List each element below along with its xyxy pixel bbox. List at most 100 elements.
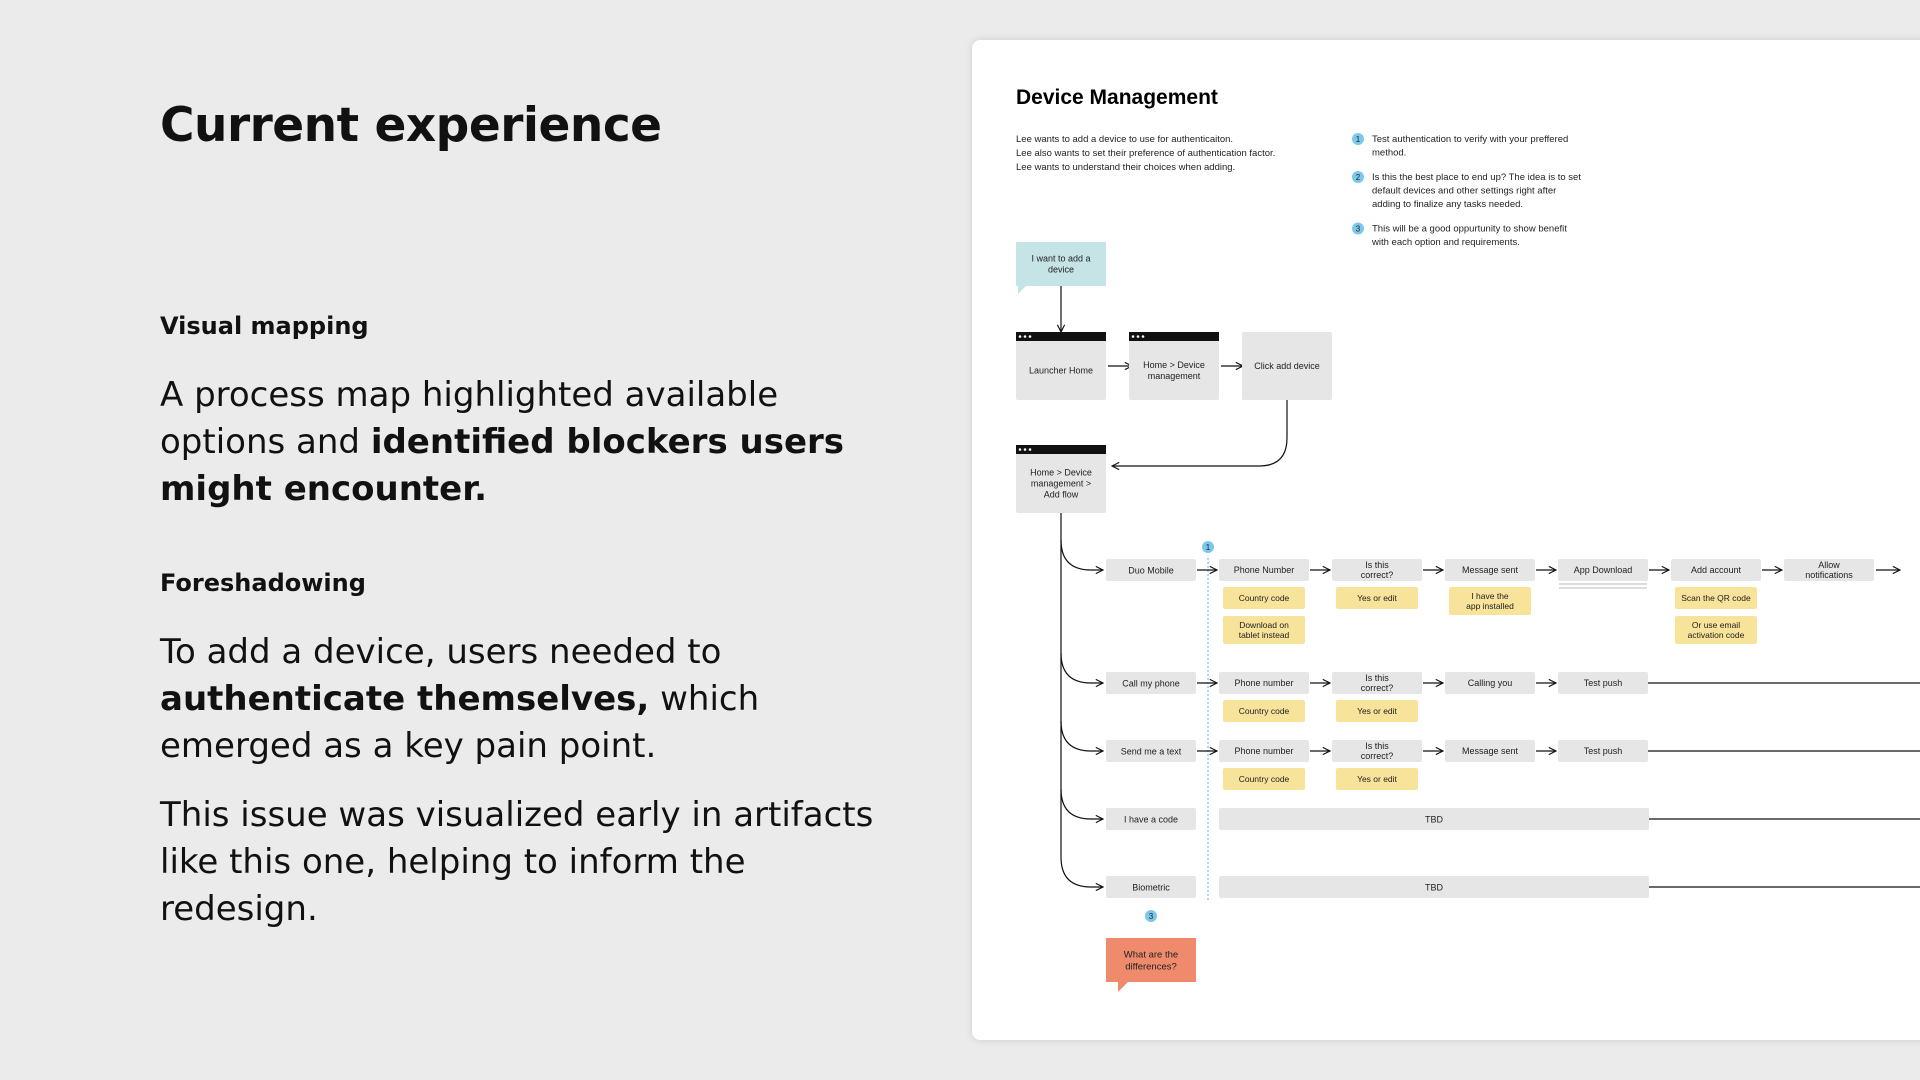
sticky-note bbox=[1336, 700, 1418, 722]
screen-add-flow-bar bbox=[1016, 445, 1106, 454]
marker-1 bbox=[1202, 541, 1214, 553]
screen-add-flow-label: Add flow bbox=[1044, 490, 1079, 500]
visual-mapping-text: A process map highlighted available opti… bbox=[160, 372, 900, 513]
note-marker bbox=[1352, 222, 1364, 235]
sticky-note bbox=[1675, 616, 1757, 644]
row-label: Duo Mobile bbox=[1128, 566, 1174, 576]
sticky-note-label: tablet instead bbox=[1239, 630, 1290, 640]
note-line: Test authentication to verify with your … bbox=[1372, 134, 1568, 145]
screen-launcher-home-dot bbox=[1018, 335, 1022, 338]
foreshadowing-text-2: This issue was visualized early in artif… bbox=[160, 795, 874, 929]
step-box bbox=[1219, 740, 1309, 762]
sticky-note-label: Country code bbox=[1239, 706, 1290, 716]
branch-connector bbox=[1060, 720, 1103, 751]
intro-line: Lee wants to add a device to use for aut… bbox=[1016, 134, 1233, 145]
step-label: Phone Number bbox=[1234, 565, 1295, 575]
screen-launcher-home bbox=[1016, 332, 1106, 400]
step-label: Add account bbox=[1691, 565, 1742, 575]
screen-add-flow bbox=[1016, 445, 1106, 513]
step-box bbox=[1219, 672, 1309, 694]
screen-device-management-bar bbox=[1129, 332, 1219, 341]
step-box bbox=[1671, 559, 1761, 581]
screen-device-management-dot bbox=[1136, 335, 1140, 338]
step-label: App Download bbox=[1574, 565, 1633, 575]
intro-line: Lee wants to understand their choices wh… bbox=[1016, 162, 1235, 173]
sticky-note bbox=[1449, 587, 1531, 615]
step-label: correct? bbox=[1361, 683, 1394, 693]
note-line: Is this the best place to end up? The id… bbox=[1372, 172, 1581, 183]
step-label: Phone number bbox=[1234, 746, 1293, 756]
step-label: Calling you bbox=[1468, 678, 1513, 688]
step-box bbox=[1219, 559, 1309, 581]
screen-launcher-home-bar bbox=[1016, 332, 1106, 341]
note-marker-num: 3 bbox=[1356, 225, 1361, 234]
step-label: Message sent bbox=[1462, 565, 1519, 575]
screen-device-management-dot bbox=[1131, 335, 1135, 338]
row-label: I have a code bbox=[1124, 815, 1178, 825]
row-label-box bbox=[1106, 876, 1196, 898]
row-label-box bbox=[1106, 740, 1196, 762]
screen-device-management-dot bbox=[1141, 335, 1145, 338]
sticky-note-label: Country code bbox=[1239, 774, 1290, 784]
visual-mapping-heading: Visual mapping bbox=[160, 312, 369, 340]
sticky-note-label: Yes or edit bbox=[1357, 593, 1397, 603]
diagram-title: Device Management bbox=[1016, 86, 1218, 109]
step-label: Test push bbox=[1584, 678, 1623, 688]
step-label: Is this bbox=[1365, 560, 1389, 570]
sticky-note-label: Country code bbox=[1239, 593, 1290, 603]
step-box bbox=[1445, 559, 1535, 581]
question-bubble bbox=[1106, 938, 1196, 992]
tbd-box bbox=[1219, 808, 1649, 830]
sticky-note-label: Yes or edit bbox=[1357, 774, 1397, 784]
note-line: with each option and requirements. bbox=[1371, 237, 1520, 248]
foreshadowing-text-bold: authenticate themselves, bbox=[160, 679, 650, 719]
sticky-note-label: activation code bbox=[1688, 630, 1745, 640]
marker-3-num: 3 bbox=[1149, 912, 1154, 921]
sticky-note bbox=[1336, 768, 1418, 790]
visual-mapping-text-bold: identified blockers users might encounte… bbox=[160, 422, 845, 509]
process-map: Device Management Lee wants to add a dev… bbox=[1016, 86, 1920, 992]
row-label: Call my phone bbox=[1122, 679, 1180, 689]
intro-line: Lee also wants to set their preference o… bbox=[1016, 148, 1275, 159]
branch-connector bbox=[1060, 539, 1103, 570]
screen-add-flow-dot bbox=[1028, 448, 1032, 451]
screen-launcher-home-dot bbox=[1023, 335, 1027, 338]
step-box bbox=[1558, 740, 1648, 762]
step-label: Is this bbox=[1365, 741, 1389, 751]
foreshadowing-text-c: which emerged as a key pain point. bbox=[160, 679, 760, 766]
marker-3 bbox=[1145, 910, 1157, 922]
row-label-box bbox=[1106, 559, 1196, 581]
question-bubble-text: What are the bbox=[1124, 949, 1178, 960]
sticky-note-label: I have the bbox=[1471, 591, 1509, 601]
tbd-label: TBD bbox=[1425, 815, 1444, 825]
slide-title: Current experience bbox=[160, 98, 662, 153]
sticky-note bbox=[1223, 768, 1305, 790]
step-label: correct? bbox=[1361, 751, 1394, 761]
screen-add-flow-label: Home > Device bbox=[1030, 468, 1092, 478]
connector-add-flow bbox=[1112, 400, 1288, 466]
question-bubble-text: differences? bbox=[1125, 961, 1177, 972]
step-box bbox=[1332, 559, 1422, 581]
step-box bbox=[1332, 740, 1422, 762]
note-marker bbox=[1352, 133, 1364, 145]
diagram-card: Device Management Lee wants to add a dev… bbox=[972, 40, 1920, 1040]
sticky-note bbox=[1223, 616, 1305, 644]
start-bubble bbox=[1016, 242, 1106, 294]
sticky-note bbox=[1336, 587, 1418, 609]
step-box bbox=[1558, 559, 1648, 581]
step-label: Phone number bbox=[1234, 678, 1293, 688]
screen-click-add-device bbox=[1242, 332, 1332, 400]
screen-click-add-device-label: Click add device bbox=[1254, 361, 1320, 371]
branch-connector bbox=[1060, 652, 1103, 683]
marker-1-num: 1 bbox=[1206, 543, 1211, 552]
note-marker-num: 1 bbox=[1356, 135, 1361, 144]
sticky-note-label: Download on bbox=[1239, 620, 1289, 630]
tbd-box bbox=[1219, 876, 1649, 898]
screen-device-management-label: Home > Device bbox=[1143, 360, 1205, 370]
start-bubble-text: device bbox=[1048, 265, 1074, 275]
screen-launcher-home-label: Launcher Home bbox=[1029, 366, 1093, 376]
note-marker bbox=[1352, 171, 1364, 183]
note-line: default devices and other settings right… bbox=[1372, 186, 1556, 197]
step-label: correct? bbox=[1361, 570, 1394, 580]
foreshadowing-text: To add a device, users needed to authent… bbox=[160, 629, 880, 770]
